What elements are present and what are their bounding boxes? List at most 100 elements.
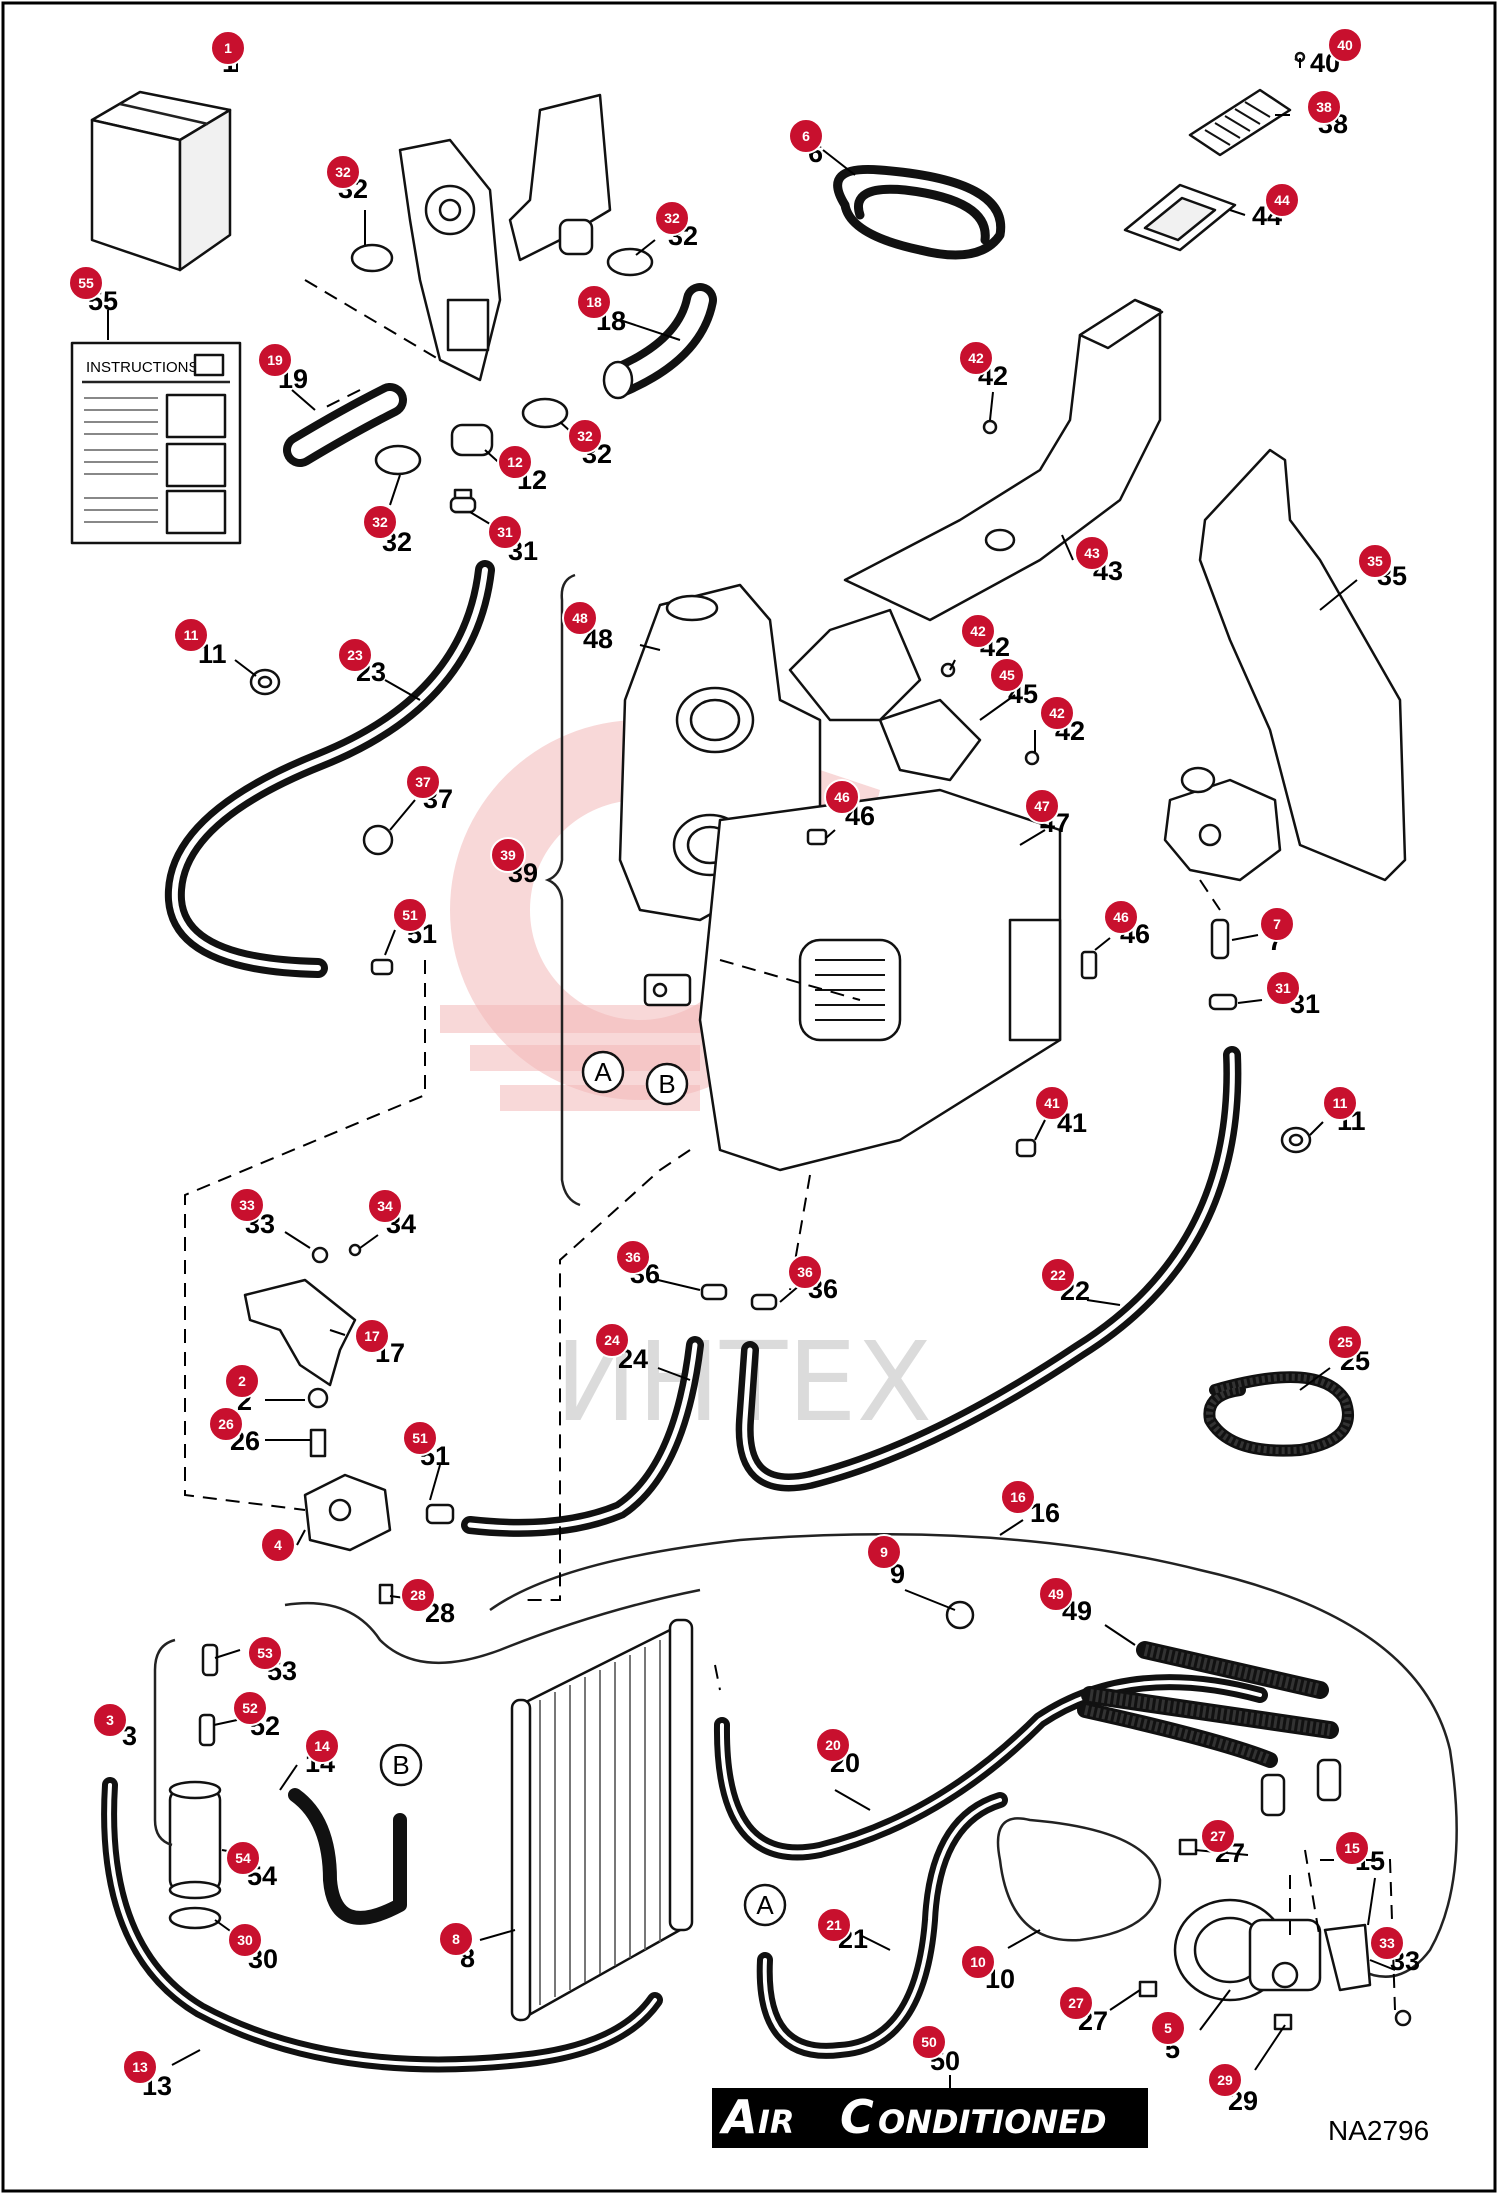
callout-19[interactable]: 19 — [257, 342, 293, 378]
callout-11-left[interactable]: 11 — [173, 617, 209, 653]
callout-36-left[interactable]: 36 — [615, 1239, 651, 1275]
callout-35[interactable]: 35 — [1357, 543, 1393, 579]
svg-text:1: 1 — [224, 40, 232, 56]
callout-40[interactable]: 40 — [1327, 27, 1363, 63]
part-44-vent-frame — [1123, 183, 1237, 252]
callout-39[interactable]: 39 — [490, 837, 526, 873]
callout-55[interactable]: 55 — [68, 265, 104, 301]
svg-text:17: 17 — [364, 1328, 380, 1344]
part-38-vent-louver — [1188, 88, 1292, 157]
connection-marker-b-bottom: B — [379, 1743, 423, 1787]
callout-32-a[interactable]: 32 — [325, 154, 361, 190]
svg-text:A: A — [756, 1890, 774, 1920]
callout-7[interactable]: 7 — [1259, 906, 1295, 942]
callout-33-right[interactable]: 33 — [1369, 1925, 1405, 1961]
callout-31-right[interactable]: 31 — [1265, 970, 1301, 1006]
svg-text:55: 55 — [78, 275, 94, 291]
callout-4[interactable]: 4 — [260, 1527, 296, 1563]
part-31-clamp-right — [1208, 993, 1238, 1011]
callout-53[interactable]: 53 — [247, 1635, 283, 1671]
callout-32-d[interactable]: 32 — [362, 504, 398, 540]
callout-54[interactable]: 54 — [225, 1840, 261, 1876]
callout-16[interactable]: 16 — [1000, 1479, 1036, 1515]
part-9-clamp — [945, 1600, 975, 1630]
callout-34[interactable]: 34 — [367, 1188, 403, 1224]
callout-42-b[interactable]: 42 — [960, 613, 996, 649]
callout-41[interactable]: 41 — [1034, 1085, 1070, 1121]
callout-52[interactable]: 52 — [232, 1690, 268, 1726]
callout-43[interactable]: 43 — [1074, 535, 1110, 571]
callout-14[interactable]: 14 — [304, 1728, 340, 1764]
callout-25[interactable]: 25 — [1327, 1324, 1363, 1360]
callout-32-c[interactable]: 32 — [567, 418, 603, 454]
callout-47[interactable]: 47 — [1024, 788, 1060, 824]
callout-32-b[interactable]: 32 — [654, 200, 690, 236]
callout-3[interactable]: 3 — [92, 1702, 128, 1738]
callout-50[interactable]: 50 — [911, 2024, 947, 2060]
callout-11-right[interactable]: 11 — [1322, 1085, 1358, 1121]
svg-text:39: 39 — [500, 847, 516, 863]
callout-26[interactable]: 26 — [208, 1406, 244, 1442]
part-43-air-duct — [843, 298, 1164, 622]
callout-51-bottom[interactable]: 51 — [402, 1420, 438, 1456]
callout-48[interactable]: 48 — [562, 600, 598, 636]
svg-text:42: 42 — [1049, 705, 1065, 721]
callout-29[interactable]: 29 — [1207, 2062, 1243, 2098]
callout-23[interactable]: 23 — [337, 637, 373, 673]
svg-text:45: 45 — [999, 667, 1015, 683]
callout-51-top[interactable]: 51 — [392, 897, 428, 933]
callout-36-right[interactable]: 36 — [787, 1254, 823, 1290]
callout-42-c[interactable]: 42 — [1039, 695, 1075, 731]
svg-text:11: 11 — [184, 627, 199, 643]
callout-2[interactable]: 2 — [224, 1363, 260, 1399]
svg-text:40: 40 — [1337, 37, 1353, 53]
callout-46-right[interactable]: 46 — [1103, 899, 1139, 935]
callout-13[interactable]: 13 — [122, 2049, 158, 2085]
callout-27-top[interactable]: 27 — [1200, 1818, 1236, 1854]
svg-text:5: 5 — [1164, 2020, 1172, 2036]
callout-38[interactable]: 38 — [1306, 89, 1342, 125]
callout-15[interactable]: 15 — [1334, 1830, 1370, 1866]
callout-20[interactable]: 20 — [815, 1727, 851, 1763]
callout-22[interactable]: 22 — [1040, 1257, 1076, 1293]
callout-9[interactable]: 9 — [866, 1534, 902, 1570]
callout-24[interactable]: 24 — [594, 1322, 630, 1358]
assembly-3-bracket — [153, 1638, 176, 1847]
callout-5[interactable]: 5 — [1150, 2010, 1186, 2046]
callout-1[interactable]: 1 — [210, 30, 246, 66]
dashed-assembly-lines — [184, 279, 1396, 2011]
part-22-heater-hose — [735, 1046, 1242, 1492]
svg-text:15: 15 — [1344, 1840, 1360, 1856]
callout-30[interactable]: 30 — [227, 1922, 263, 1958]
callout-10[interactable]: 10 — [960, 1944, 996, 1980]
svg-text:46: 46 — [834, 789, 850, 805]
callout-28[interactable]: 28 — [400, 1577, 436, 1613]
callout-44[interactable]: 44 — [1264, 182, 1300, 218]
callout-33-left[interactable]: 33 — [229, 1187, 265, 1223]
svg-text:6: 6 — [802, 128, 810, 144]
svg-text:52: 52 — [242, 1700, 258, 1716]
callout-12[interactable]: 12 — [497, 444, 533, 480]
callout-17[interactable]: 17 — [354, 1318, 390, 1354]
callout-42-a[interactable]: 42 — [958, 340, 994, 376]
callout-21[interactable]: 21 — [816, 1907, 852, 1943]
callout-18[interactable]: 18 — [576, 284, 612, 320]
svg-text:51: 51 — [402, 907, 418, 923]
part-25-hose-coil — [1203, 1371, 1354, 1457]
callout-27-bottom[interactable]: 27 — [1058, 1985, 1094, 2021]
part-36-clamps — [700, 1283, 778, 1311]
part-1-box — [90, 90, 232, 272]
callout-31-top[interactable]: 31 — [487, 514, 523, 550]
callout-8[interactable]: 8 — [438, 1921, 474, 1957]
callout-45[interactable]: 45 — [989, 657, 1025, 693]
callout-6[interactable]: 6 — [788, 118, 824, 154]
svg-text:B: B — [392, 1750, 409, 1780]
svg-text:9: 9 — [880, 1544, 888, 1560]
part-engine-bracket — [398, 93, 612, 382]
part-51-clamps — [370, 958, 455, 1525]
callout-49[interactable]: 49 — [1038, 1576, 1074, 1612]
callout-37[interactable]: 37 — [405, 764, 441, 800]
callout-46-left[interactable]: 46 — [824, 779, 860, 815]
svg-text:19: 19 — [267, 352, 283, 368]
part-19-heater-hose — [283, 383, 407, 467]
